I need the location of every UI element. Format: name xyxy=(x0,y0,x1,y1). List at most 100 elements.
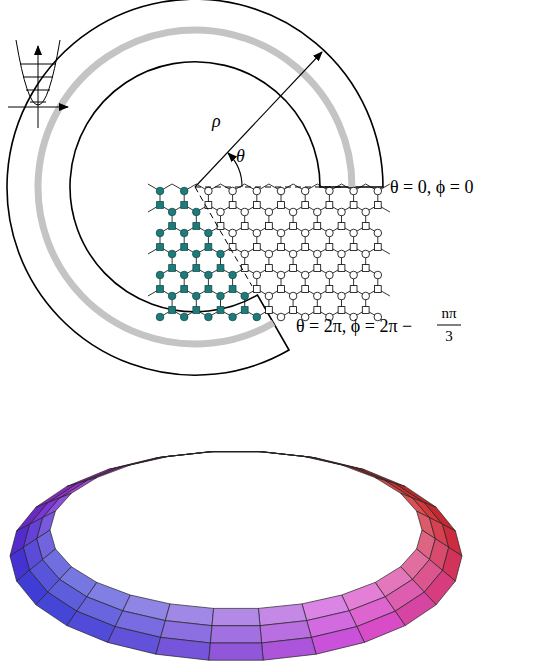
atom-b xyxy=(338,265,345,272)
atom-a xyxy=(362,250,370,258)
atom-b xyxy=(205,244,212,251)
atom-a xyxy=(193,250,201,258)
atom-b xyxy=(193,265,200,272)
atom-a xyxy=(277,313,285,321)
atom-b xyxy=(326,244,333,251)
atom-a xyxy=(314,292,322,300)
atom-b xyxy=(217,307,224,314)
atom-a xyxy=(205,313,213,321)
atom-a xyxy=(229,313,237,321)
atom-a xyxy=(326,187,334,195)
atom-a xyxy=(241,208,249,216)
atom-a xyxy=(253,187,261,195)
atom-a xyxy=(289,208,297,216)
atom-b xyxy=(241,265,248,272)
atom-a xyxy=(229,271,237,279)
atom-b xyxy=(241,307,248,314)
ring-facet xyxy=(108,627,161,655)
atom-a xyxy=(362,292,370,300)
atom-b xyxy=(253,286,260,293)
atom-a xyxy=(156,313,164,321)
atom-a xyxy=(301,271,309,279)
atom-b xyxy=(314,307,321,314)
grey-circle xyxy=(38,30,352,344)
atom-a xyxy=(156,229,164,237)
atom-a xyxy=(241,292,249,300)
atom-b xyxy=(362,307,369,314)
atom-b xyxy=(169,307,176,314)
atom-a xyxy=(180,313,188,321)
atom-b xyxy=(278,286,285,293)
cone-ring-3d xyxy=(10,452,462,661)
atom-b xyxy=(157,286,164,293)
atom-a xyxy=(217,250,225,258)
ring-facet xyxy=(209,643,263,660)
oscillator-icon xyxy=(8,40,68,128)
atom-a xyxy=(350,229,358,237)
atom-b xyxy=(205,202,212,209)
atom-a xyxy=(338,208,346,216)
angle-label: θ xyxy=(236,147,245,165)
fraction-numerator: nπ xyxy=(441,306,456,321)
atom-a xyxy=(374,229,382,237)
atom-a xyxy=(314,250,322,258)
atom-a xyxy=(229,229,237,237)
atom-b xyxy=(326,286,333,293)
atom-a xyxy=(156,187,164,195)
atom-b xyxy=(326,202,333,209)
atom-a xyxy=(217,292,225,300)
atom-a xyxy=(168,292,176,300)
atom-a xyxy=(289,250,297,258)
atom-b xyxy=(302,202,309,209)
atom-b xyxy=(266,223,273,230)
atom-b xyxy=(169,265,176,272)
atom-a xyxy=(217,208,225,216)
atom-a xyxy=(338,292,346,300)
atom-a xyxy=(277,229,285,237)
atom-b xyxy=(157,244,164,251)
ring-facet xyxy=(357,611,405,642)
atom-a xyxy=(289,292,297,300)
atom-a xyxy=(168,250,176,258)
atom-a xyxy=(193,292,201,300)
atom-a xyxy=(326,271,334,279)
atom-b xyxy=(241,223,248,230)
atom-b xyxy=(302,286,309,293)
atom-b xyxy=(253,202,260,209)
atom-b xyxy=(253,244,260,251)
atom-b xyxy=(350,286,357,293)
atom-b xyxy=(278,202,285,209)
atom-a xyxy=(156,271,164,279)
atom-b xyxy=(193,307,200,314)
atom-b xyxy=(290,265,297,272)
atom-b xyxy=(205,286,212,293)
ring-facet xyxy=(210,626,261,643)
atom-b xyxy=(181,286,188,293)
atom-a xyxy=(180,187,188,195)
atom-a xyxy=(362,208,370,216)
atom-a xyxy=(253,271,261,279)
atom-b xyxy=(350,202,357,209)
atom-b xyxy=(181,202,188,209)
atom-b xyxy=(290,223,297,230)
atom-a xyxy=(374,271,382,279)
atom-a xyxy=(314,208,322,216)
ring-facet xyxy=(385,481,424,503)
atom-b xyxy=(229,202,236,209)
atom-b xyxy=(193,223,200,230)
atom-a xyxy=(253,229,261,237)
atom-a xyxy=(374,187,382,195)
atom-b xyxy=(374,202,381,209)
atom-b xyxy=(374,286,381,293)
ring-facet xyxy=(212,608,260,625)
fraction-denominator: 3 xyxy=(445,329,453,344)
atom-b xyxy=(350,244,357,251)
ring-facet xyxy=(67,468,115,486)
atom-b xyxy=(266,265,273,272)
ring-facet xyxy=(262,637,317,660)
atom-a xyxy=(229,187,237,195)
atom-a xyxy=(205,271,213,279)
atom-b xyxy=(229,286,236,293)
honeycomb-lattice xyxy=(148,184,390,321)
